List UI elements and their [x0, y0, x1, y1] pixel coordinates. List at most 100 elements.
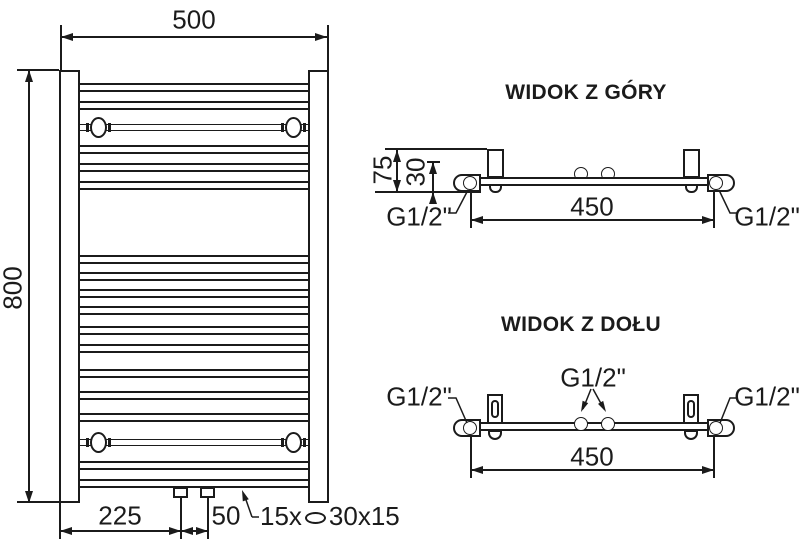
connection-stub	[173, 487, 188, 498]
bracket-foot	[684, 430, 698, 440]
connection-stub	[200, 487, 215, 498]
arrowhead	[702, 216, 714, 224]
leader-line-fork	[581, 388, 606, 412]
arrowhead	[471, 466, 483, 474]
extension-line	[385, 148, 487, 150]
extension-line	[17, 69, 59, 71]
dimension-line-bracket-depth	[432, 162, 434, 204]
bracket-slot	[687, 400, 695, 418]
extension-line	[17, 501, 59, 503]
end-connection-circle	[463, 176, 477, 190]
dimension-line-spacing	[181, 530, 208, 532]
bracket-clamp-tick	[281, 123, 284, 132]
wall-bracket-oval	[90, 432, 107, 453]
extension-line	[59, 503, 61, 539]
end-connection-circle	[709, 421, 723, 435]
radiator-rung	[78, 344, 310, 353]
dimension-line-depth	[396, 150, 398, 192]
extension-line	[713, 437, 715, 478]
left-connection-label: G1/2"	[386, 381, 452, 412]
radiator-rung	[78, 289, 310, 298]
bracket-clamp-tick	[303, 438, 306, 447]
bracket-foot	[488, 430, 502, 440]
center-connection-circle	[601, 417, 615, 431]
wall-bracket	[683, 149, 700, 178]
wall-bracket-oval	[285, 117, 302, 138]
right-connection-label: G1/2"	[734, 381, 800, 412]
arrowhead	[25, 491, 33, 503]
tube-profile-label: 30x15	[328, 501, 400, 532]
bracket-clamp-tick	[108, 123, 111, 132]
radiator-rung	[78, 369, 310, 378]
bottom-hanger-bar	[78, 439, 310, 446]
dimension-line-offset	[60, 530, 181, 532]
radiator-rung	[78, 163, 310, 172]
radiator-rung	[78, 101, 310, 110]
dimension-line-height	[28, 70, 30, 503]
collector-bar	[481, 422, 707, 431]
bracket-spacing-dimension-label: 450	[570, 191, 614, 222]
extension-line	[470, 437, 472, 478]
arrowhead	[169, 527, 181, 535]
tube-count-label: 15x	[260, 501, 302, 532]
bottom-view-title: WIDOK Z DOŁU	[501, 313, 661, 336]
extension-line	[713, 192, 715, 228]
tube-profile-annotation: 15x 30x15	[260, 502, 400, 532]
annotation-leader-line	[242, 490, 259, 518]
arrowhead	[429, 192, 437, 204]
extension-line	[207, 498, 209, 539]
dimension-line-bracket-spacing	[471, 219, 714, 221]
radiator-rung	[78, 326, 310, 335]
extension-line	[470, 190, 472, 228]
arrowhead	[60, 527, 72, 535]
radiator-rung	[78, 306, 310, 315]
radiator-rung	[78, 479, 310, 488]
right-connection-label: G1/2"	[734, 201, 800, 232]
radiator-rung	[78, 181, 310, 190]
radiator-rung	[78, 461, 310, 470]
bracket-clamp-tick	[86, 438, 89, 447]
extension-line	[375, 191, 481, 193]
arrowhead	[61, 33, 73, 41]
wall-bracket	[487, 149, 504, 178]
leader-line	[448, 397, 468, 424]
bracket-clamp-tick	[86, 123, 89, 132]
radiator-rung	[78, 83, 310, 92]
leader-line	[719, 397, 738, 424]
left-connection-label: G1/2"	[386, 201, 452, 232]
radiator-rung	[78, 413, 310, 422]
width-dimension-label: 500	[172, 4, 216, 35]
extension-line	[180, 498, 182, 539]
center-connection-label: G1/2"	[560, 362, 626, 393]
arrowhead	[196, 527, 208, 535]
arrowhead	[181, 527, 193, 535]
dimension-line-bracket-spacing	[471, 469, 714, 471]
extension-line	[427, 161, 440, 163]
end-connection-circle	[463, 421, 477, 435]
height-dimension-label: 800	[0, 266, 28, 310]
top-view-title: WIDOK Z GÓRY	[505, 81, 667, 104]
oval-tube-profile-icon	[304, 512, 326, 524]
right-collector-tube	[308, 70, 329, 503]
bracket-depth-dimension-label: 30	[400, 157, 431, 187]
offset-dimension-label: 225	[98, 500, 142, 531]
radiator-rung	[78, 255, 310, 264]
dimension-line-width	[61, 36, 327, 38]
bracket-spacing-dimension-label: 450	[570, 441, 614, 472]
arrowhead	[429, 162, 437, 174]
bracket-clamp-tick	[281, 438, 284, 447]
extension-line	[60, 25, 62, 70]
collector-bar	[481, 177, 707, 186]
arrowhead	[25, 70, 33, 82]
arrowhead	[315, 33, 327, 41]
radiator-rung	[78, 145, 310, 154]
wall-bracket-oval	[285, 432, 302, 453]
leader-line	[718, 189, 738, 214]
depth-dimension-label: 75	[367, 155, 398, 185]
leader-line	[448, 189, 469, 214]
arrowhead	[393, 150, 401, 162]
radiator-rung	[78, 272, 310, 281]
wall-bracket-oval	[90, 117, 107, 138]
center-connection-circle	[574, 417, 588, 431]
